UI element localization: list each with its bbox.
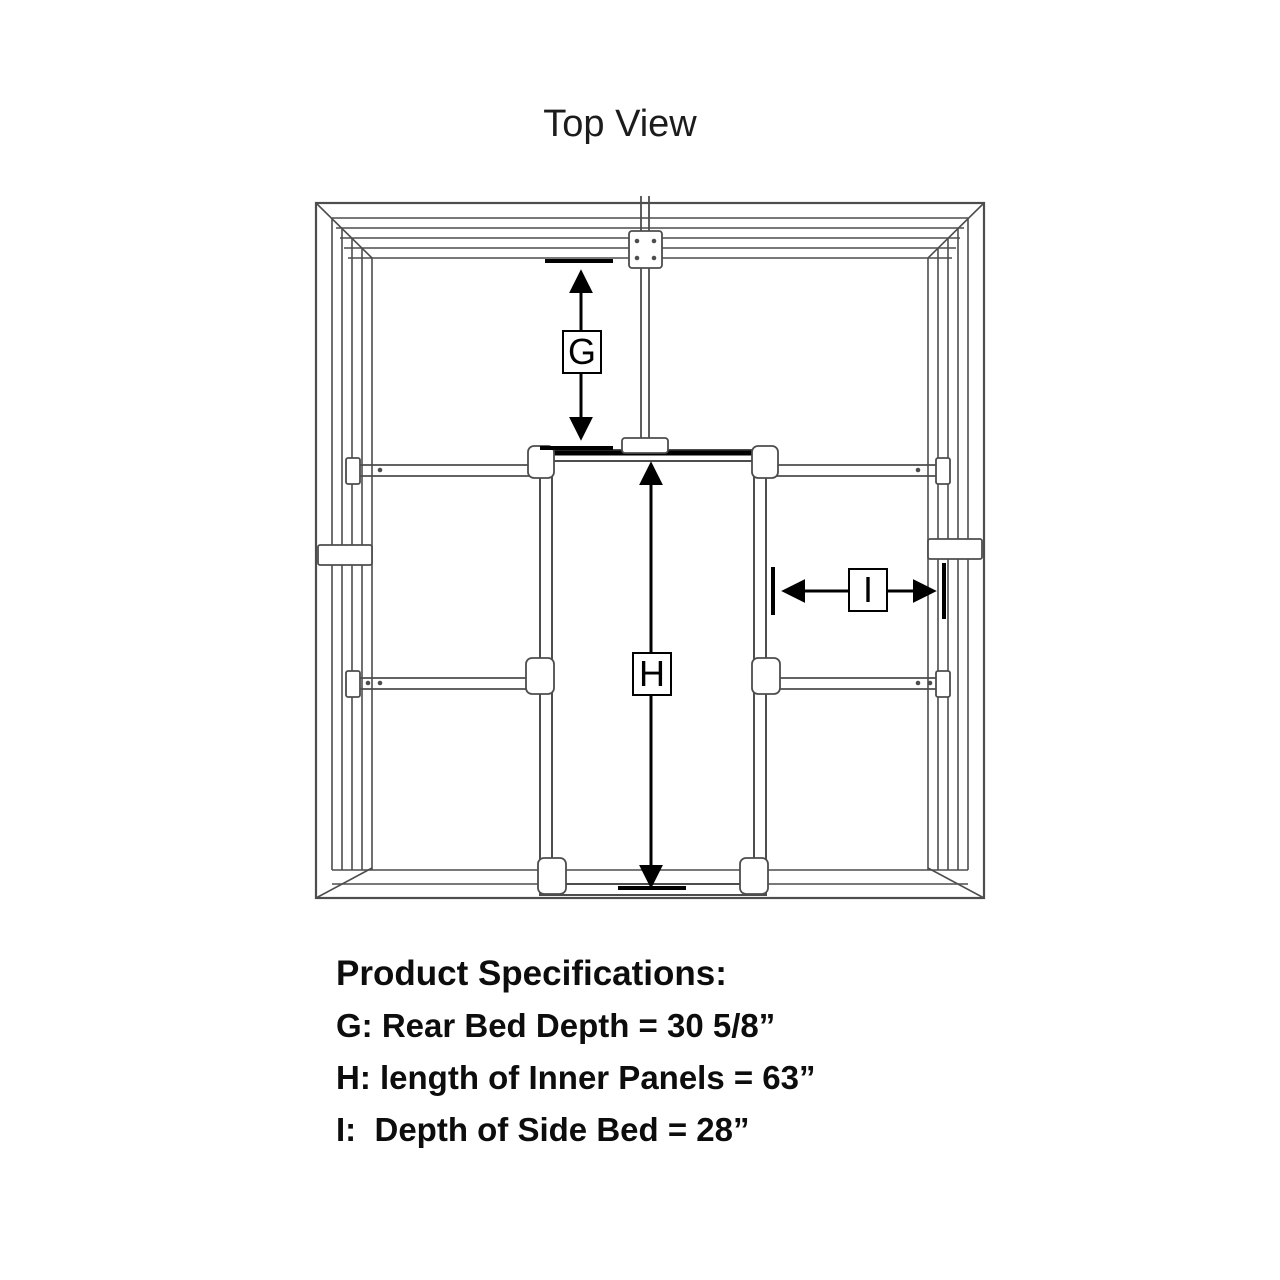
- dimension-h: H: [618, 461, 686, 890]
- spec-line-g: G: Rear Bed Depth = 30 5/8”: [336, 1007, 776, 1044]
- spec-line-h: H: length of Inner Panels = 63”: [336, 1059, 816, 1096]
- dimension-label-h: H: [639, 653, 665, 694]
- dimension-label-box-g: [562, 330, 602, 374]
- dimension-label-g: G: [568, 331, 596, 372]
- dimension-label-box-h: [632, 652, 672, 696]
- dimension-i: I: [771, 563, 946, 619]
- specs-heading: Product Specifications:: [336, 954, 727, 993]
- right-wall-bracket: [927, 538, 983, 560]
- spec-line-i: I: Depth of Side Bed = 28”: [336, 1111, 750, 1148]
- dimension-g: G: [540, 259, 613, 450]
- product-specifications: Product Specifications: G: Rear Bed Dept…: [336, 948, 816, 1156]
- outer-frame: [314, 201, 986, 900]
- side-rails: [317, 457, 983, 698]
- center-divider: [628, 196, 663, 450]
- left-wall-bracket: [317, 544, 373, 566]
- divider-bracket: [628, 230, 663, 269]
- dimension-label-i: I: [863, 569, 873, 610]
- diagram-title: Top View: [543, 103, 697, 145]
- divider-tee-fitting: [621, 437, 669, 454]
- dimension-label-box-i: [848, 568, 888, 612]
- inner-panel: [525, 437, 781, 896]
